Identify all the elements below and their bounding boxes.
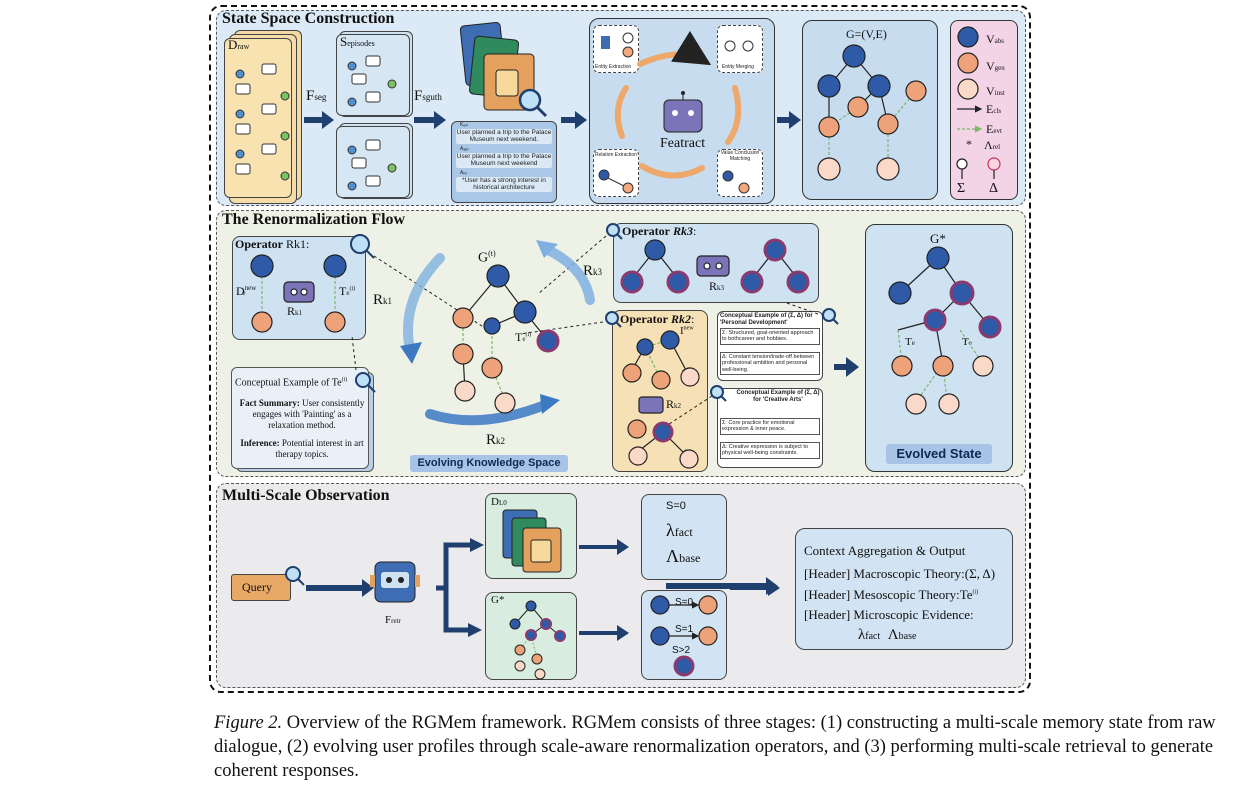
inference: Inference: Potential interest in art the… — [240, 438, 364, 459]
caption-text: Overview of the RGMem framework. RGMem c… — [214, 713, 1216, 781]
legend-delta: Δ — [989, 181, 999, 196]
rk2-title: Operator Rk2: — [620, 312, 695, 326]
ca-delta: Δ: Creative expression is subject to phy… — [720, 442, 820, 459]
graph-title: G=(V,E) — [846, 27, 887, 41]
gstar-small-label: G* — [491, 594, 505, 606]
rk1-title: Operator Rk1: — [235, 237, 310, 251]
small-label-1: Kₑᵥₜ — [460, 122, 469, 128]
evolving-knowledge-label: Evolving Knowledge Space — [410, 455, 568, 472]
rk3-title: Operator Rk3: — [622, 224, 697, 238]
rk1-dnew: Dnewe — [236, 284, 257, 298]
fact-summary: Fact Summary: User consistently engages … — [239, 398, 365, 430]
fseg-label: Fseg — [306, 88, 327, 104]
lambda-base: Λbase — [666, 546, 701, 566]
legend-vabs: Vabs — [986, 32, 1005, 46]
rk2-label: Rk2 — [666, 397, 682, 411]
legend-lrel: Λrel — [984, 138, 1001, 152]
section-title-renorm: The Renormalization Flow — [222, 211, 406, 228]
flow-te: Te(i) — [515, 330, 532, 344]
small-label-2: Aₐᵦₛ — [460, 146, 469, 152]
legend-vgen: Vgen — [986, 59, 1005, 73]
flow-rk3: Rk3 — [583, 263, 603, 279]
output-box — [795, 528, 1013, 650]
flow-rk1: Rk1 — [373, 292, 393, 308]
text-box-1: User planned a trip to the Palace Museum… — [456, 129, 552, 144]
rk2-inew: Inew — [680, 325, 694, 337]
pd-sigma: Σ: Structured, goal-oriented approach to… — [720, 328, 820, 345]
featract-label: Featract — [660, 136, 706, 151]
pd-title: Conceptual Example of (Σ, Δ) for 'Person… — [720, 313, 813, 326]
output-title: Context Aggregation & Output — [804, 543, 966, 558]
draw-card — [224, 38, 292, 198]
output-line-3: [Header] Microscopic Evidence: — [804, 607, 974, 622]
legend-box — [950, 20, 1018, 200]
concept-te-title: Conceptual Example of Te(i) — [235, 377, 348, 389]
fretr-label: Fretr — [385, 614, 401, 626]
query-box — [231, 574, 291, 601]
section-title-state: State Space Construction — [222, 10, 395, 27]
ca-sigma: Σ: Core practice for emotional expressio… — [720, 418, 820, 435]
quad-label-3: Relation Extraction — [595, 152, 637, 158]
legend-ecls: Ecls — [986, 102, 1002, 116]
evolved-box — [865, 224, 1013, 472]
evolved-state-label: Evolved State — [886, 444, 992, 464]
quad-label-2: Entity Merging — [722, 64, 754, 70]
output-line-2: [Header] Mesoscopic Theory:Te(i) — [804, 587, 979, 602]
s-level-2: S>2 — [672, 645, 691, 656]
query-label: Query — [242, 580, 272, 594]
dl0-label: DL0 — [491, 496, 507, 508]
figure-caption: Figure 2. Overview of the RGMem framewor… — [214, 711, 1244, 783]
legend-sigma: Σ — [957, 181, 966, 196]
small-label-3: Aᵣₑₗ — [460, 170, 468, 176]
section-title-multi: Multi-Scale Observation — [222, 487, 390, 504]
quad-label-4: Value Conclusion Matching — [720, 150, 760, 162]
sepisodes-label: Sepisodes — [340, 34, 375, 49]
flow-rk2: Rk2 — [486, 432, 506, 448]
fsguth-label: Fsguth — [414, 88, 442, 104]
concept-te-card — [231, 367, 369, 469]
ca-card — [717, 388, 823, 468]
text-box-3: *User has a strong interest in historica… — [456, 177, 552, 192]
figure-frame — [209, 5, 1031, 693]
flow-gt: G(t) — [478, 249, 496, 266]
quad-label-1: Entity Extraction — [595, 64, 632, 70]
graph-box — [802, 20, 938, 200]
ca-title: Conceptual Example of (Σ, Δ) for 'Creati… — [736, 390, 820, 403]
rk1-te: Te(i) — [339, 284, 356, 298]
evolved-te-1: Te — [905, 336, 915, 348]
lambda-box — [641, 494, 727, 580]
output-lambda: λfact Λbase — [858, 627, 917, 643]
s-level-0: S=0 — [675, 597, 694, 608]
legend-vinst: Vinst — [986, 84, 1005, 98]
legend-eevt: Eevt — [986, 122, 1002, 136]
pd-card — [717, 311, 823, 381]
evolved-gstar: G* — [930, 231, 946, 246]
pd-delta: Δ: Constant tension/trade-off between pr… — [720, 352, 820, 375]
output-line-1: [Header] Macroscopic Theory:(Σ, Δ) — [804, 566, 996, 581]
lambda-fact: λfact — [666, 520, 693, 540]
rk3-label: Rk3 — [709, 279, 725, 293]
text-box-2: User planned a trip to the Palace Museum… — [456, 153, 552, 168]
draw-label: Draw — [228, 37, 250, 52]
s-level-1: S=1 — [675, 624, 694, 635]
sepisodes-card-2-front — [336, 126, 410, 198]
rk1-label: Rk1 — [287, 304, 303, 318]
lambda-s0: S=0 — [666, 500, 686, 512]
evolved-te-2: Te — [962, 336, 972, 348]
caption-label: Figure 2. — [214, 713, 283, 733]
